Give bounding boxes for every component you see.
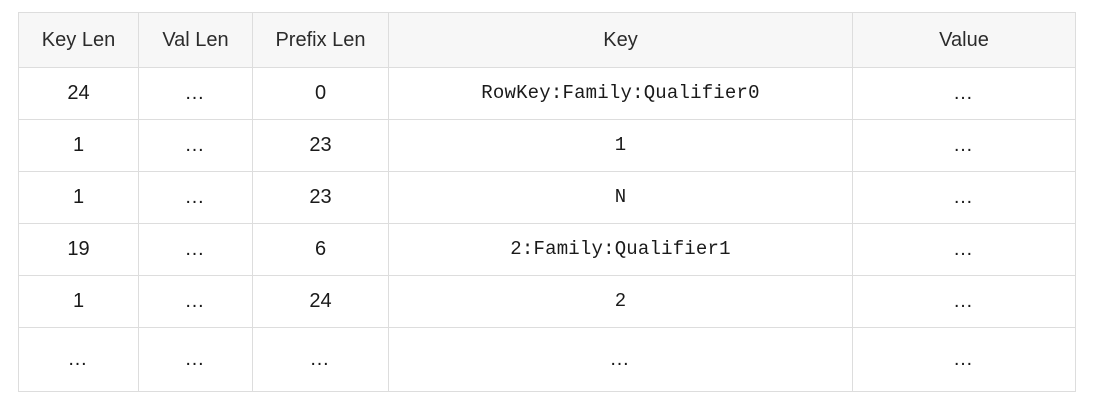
cell-val-len: … [138,275,253,328]
cell-prefix-len: 0 [252,67,389,120]
kv-table-container: Key Len Val Len Prefix Len Key Value 24 … [18,12,1076,392]
column-header-val-len: Val Len [138,12,253,68]
table-body: 24 … 0 RowKey:Family:Qualifier0 … 1 … 23… [18,67,1076,392]
cell-key-len: 1 [18,119,139,172]
table-row: 1 … 24 2 … [18,275,1076,328]
cell-prefix-len: 24 [252,275,389,328]
cell-key: RowKey:Family:Qualifier0 [388,67,853,120]
cell-key: 2 [388,275,853,328]
cell-key: … [388,327,853,392]
table-row: … … … … … [18,327,1076,392]
cell-key: 2:Family:Qualifier1 [388,223,853,276]
cell-key: 1 [388,119,853,172]
cell-key-len: 24 [18,67,139,120]
cell-value: … [852,223,1076,276]
table-header-row: Key Len Val Len Prefix Len Key Value [18,12,1076,68]
cell-prefix-len: 23 [252,171,389,224]
table-row: 1 … 23 N … [18,171,1076,224]
key-value-layout-table: Key Len Val Len Prefix Len Key Value 24 … [18,12,1076,392]
column-header-key-len: Key Len [18,12,139,68]
cell-prefix-len: … [252,327,389,392]
cell-key-len: 1 [18,171,139,224]
cell-val-len: … [138,67,253,120]
cell-val-len: … [138,119,253,172]
cell-key-len: 1 [18,275,139,328]
cell-value: … [852,67,1076,120]
cell-key: N [388,171,853,224]
cell-value: … [852,171,1076,224]
column-header-key: Key [388,12,853,68]
column-header-prefix-len: Prefix Len [252,12,389,68]
column-header-value: Value [852,12,1076,68]
cell-val-len: … [138,171,253,224]
cell-prefix-len: 6 [252,223,389,276]
cell-val-len: … [138,327,253,392]
cell-value: … [852,119,1076,172]
table-row: 19 … 6 2:Family:Qualifier1 … [18,223,1076,276]
table-row: 1 … 23 1 … [18,119,1076,172]
cell-key-len: 19 [18,223,139,276]
cell-value: … [852,327,1076,392]
cell-value: … [852,275,1076,328]
table-header: Key Len Val Len Prefix Len Key Value [18,12,1076,68]
table-row: 24 … 0 RowKey:Family:Qualifier0 … [18,67,1076,120]
cell-val-len: … [138,223,253,276]
cell-prefix-len: 23 [252,119,389,172]
cell-key-len: … [18,327,139,392]
